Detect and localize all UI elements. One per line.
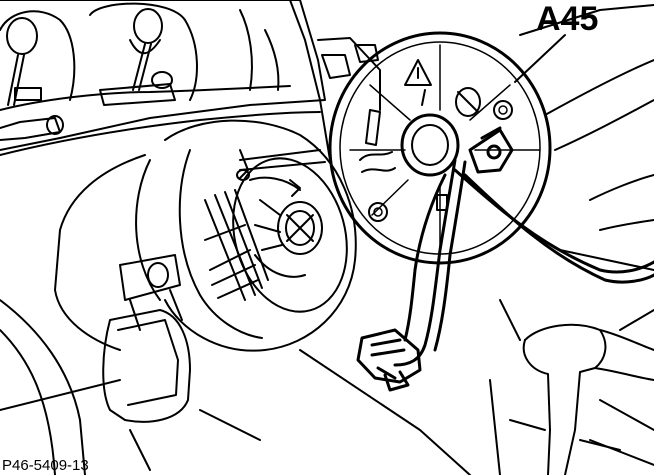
instrument-cluster [0,0,326,156]
wiring-harness [393,158,654,367]
dashboard-right-panel [289,0,654,271]
clock-spring-connector-upper [468,126,514,174]
wiper-stalk [0,254,471,475]
steering-column-shroud [54,119,357,352]
clock-spring-a45 [328,31,566,265]
component-callout-label: A45 [536,0,599,38]
figure-reference-number: P46-5409-13 [2,457,89,474]
gear-selector [489,299,654,475]
clock-spring-connector-lower [356,328,422,392]
